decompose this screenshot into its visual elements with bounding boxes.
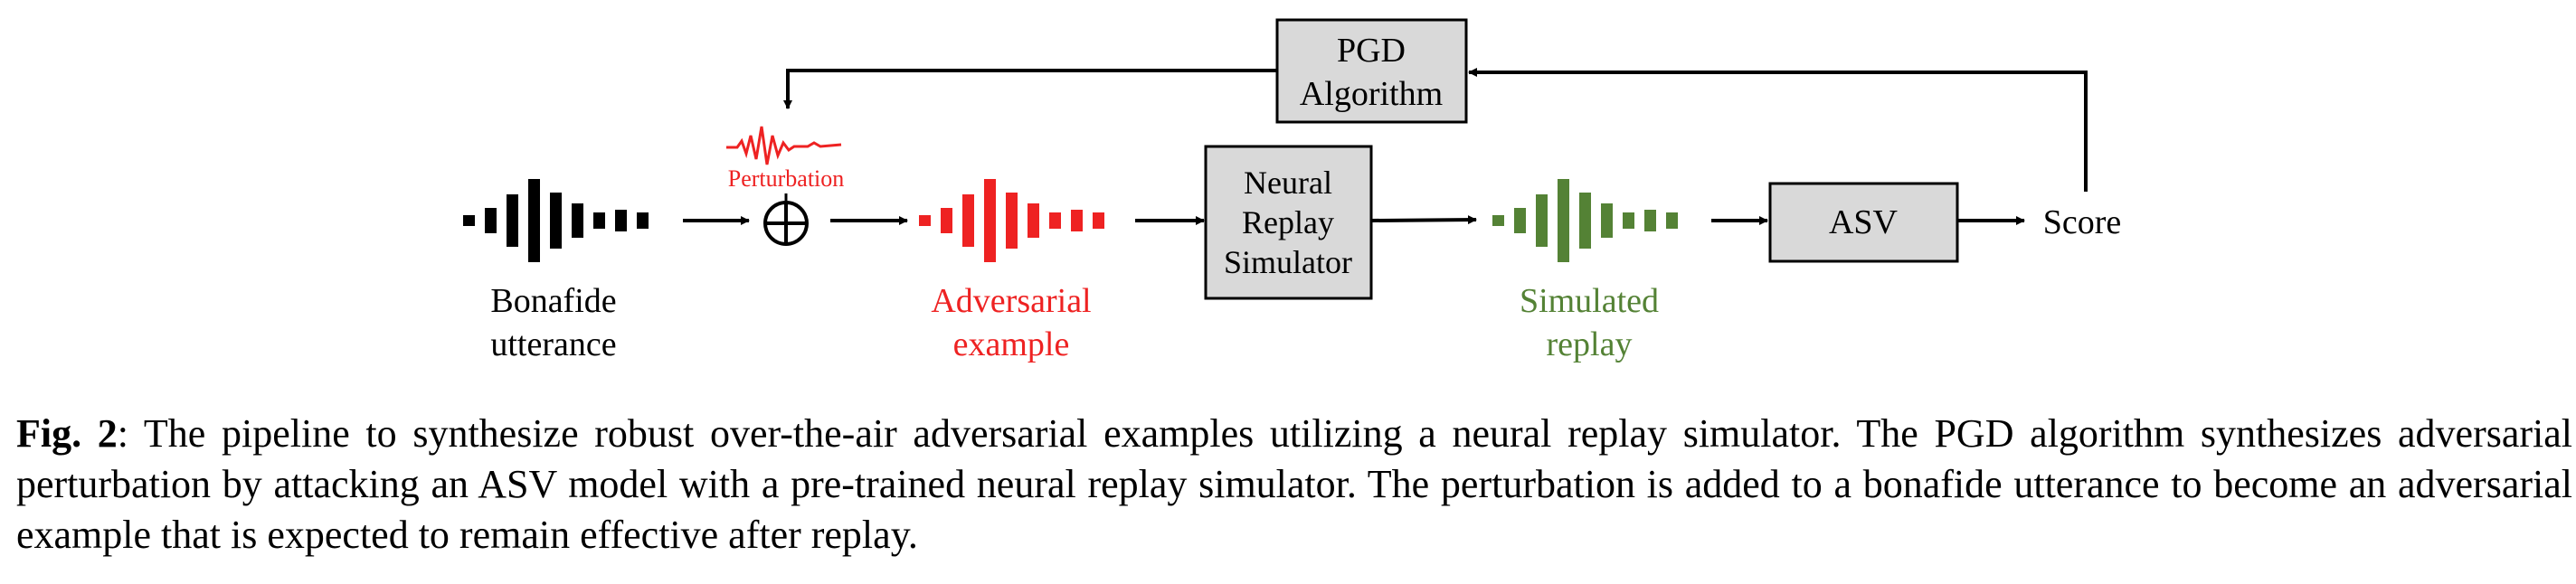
pgd-label-line2: Algorithm — [1300, 75, 1443, 113]
arrow-pgd-to-perturbation — [783, 69, 1277, 109]
waveform-bar — [615, 210, 627, 231]
simulated-label-line2: replay — [1547, 325, 1633, 363]
score-label: Score — [2043, 203, 2122, 241]
perturbation-wave-icon — [726, 126, 842, 165]
asv-label: ASV — [1829, 203, 1899, 241]
pgd-label-line1: PGD — [1337, 32, 1406, 70]
neural-replay-simulator-box: Neural Replay Simulator — [1204, 145, 1373, 300]
waveform-bar — [485, 208, 497, 233]
waveform-bar — [1579, 193, 1591, 249]
simulator-label-line3: Simulator — [1224, 244, 1352, 280]
waveform-bar — [1028, 203, 1039, 238]
adversarial-label-line2: example — [953, 325, 1070, 363]
waveform-bar — [1492, 215, 1504, 226]
waveform-bar — [984, 179, 996, 262]
waveform-bar — [593, 212, 605, 229]
waveform-bar — [1536, 194, 1548, 247]
waveform-bar — [550, 193, 562, 249]
perturbation-label: Perturbation — [728, 165, 845, 192]
waveform-bar — [962, 194, 974, 247]
waveform-bar — [507, 194, 518, 247]
simulated-label-line1: Simulated — [1520, 282, 1659, 320]
asv-box: ASV — [1768, 182, 1959, 263]
simulated-replay-waveform-icon — [1492, 179, 1678, 262]
waveform-bar — [1558, 179, 1569, 262]
waveform-bar — [1071, 210, 1083, 231]
arrow-score-to-pgd — [1468, 68, 2088, 192]
caption-text: : The pipeline to synthesize robust over… — [16, 411, 2573, 557]
waveform-bar — [1644, 210, 1656, 231]
sum-operator-icon — [763, 201, 809, 246]
waveform-bar — [528, 179, 540, 262]
pipeline-diagram: Perturbation Neural Replay Simulator ASV… — [463, 18, 2122, 363]
waveform-bar — [941, 208, 952, 233]
waveform-bar — [1601, 203, 1613, 238]
waveform-bar — [919, 215, 931, 226]
waveform-bar — [1514, 208, 1526, 233]
arrow-simulator-to-replay — [1371, 215, 1477, 225]
waveform-bar — [1666, 212, 1678, 229]
waveform-bar — [463, 215, 475, 226]
adversarial-label-line1: Adversarial — [931, 282, 1091, 320]
adversarial-waveform-icon — [919, 179, 1104, 262]
bonafide-waveform-icon — [463, 179, 649, 262]
waveform-bar — [1093, 212, 1104, 229]
bonafide-label-line2: utterance — [490, 325, 616, 363]
pgd-algorithm-box: PGD Algorithm — [1275, 18, 1468, 124]
waveform-bar — [1006, 193, 1018, 249]
waveform-bar — [1623, 212, 1634, 229]
simulator-label-line1: Neural — [1244, 165, 1332, 201]
bonafide-label-line1: Bonafide — [490, 282, 616, 320]
waveform-bar — [572, 203, 583, 238]
waveform-bar — [1049, 212, 1061, 229]
figure-caption: Fig. 2: The pipeline to synthesize robus… — [16, 409, 2572, 560]
figure-label: Fig. 2 — [16, 411, 118, 456]
waveform-bar — [637, 212, 649, 229]
simulator-label-line2: Replay — [1242, 204, 1334, 240]
